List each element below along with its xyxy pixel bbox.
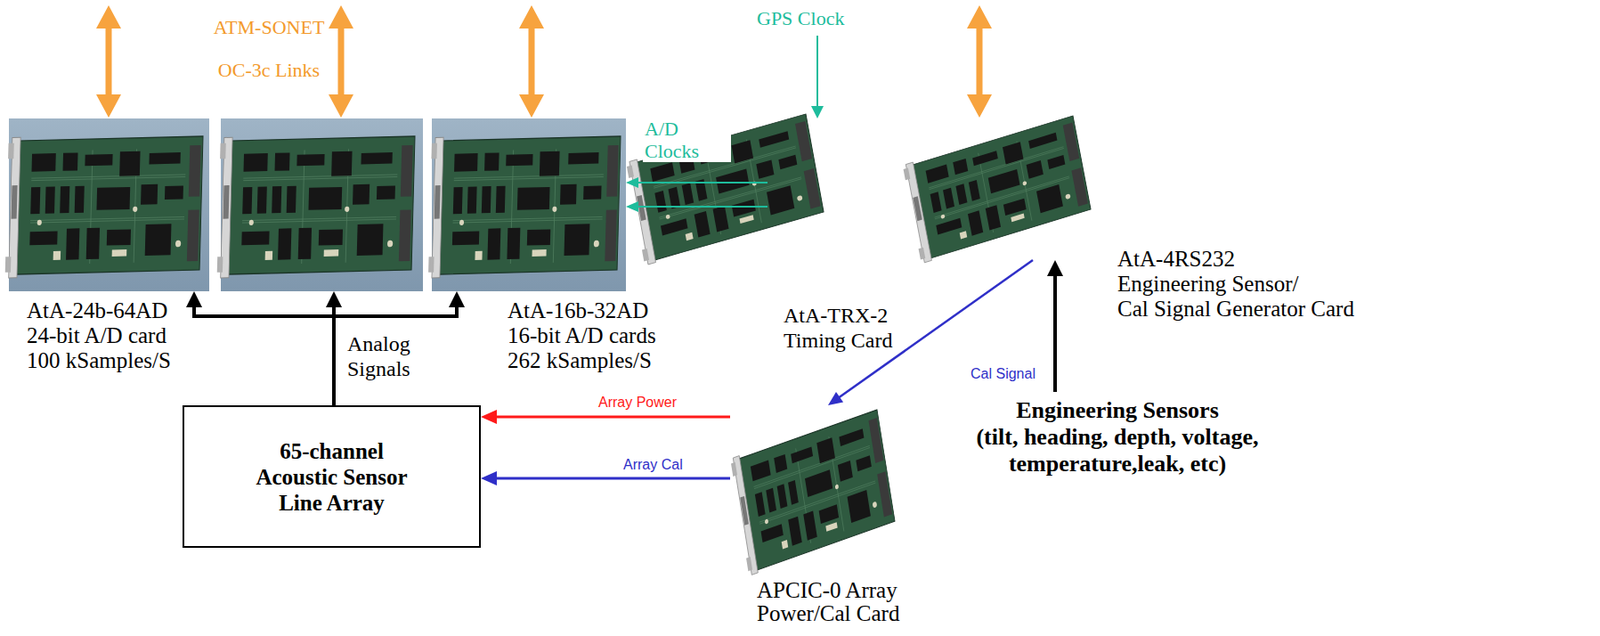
signal-label: Analog Signals xyxy=(347,331,437,382)
arrowhead xyxy=(480,409,497,424)
ad-card xyxy=(220,118,423,292)
card-label: Cal Signal Generator Card xyxy=(1117,296,1355,322)
arrowhead xyxy=(828,391,844,406)
card-label: AtA-16b-32AD xyxy=(507,298,649,324)
power-cal-card-picture xyxy=(730,406,895,577)
card-label: 16-bit A/D cards xyxy=(507,323,657,349)
sensor-card-picture xyxy=(902,113,1092,264)
link-label: ATM-SONET OC-3c Links xyxy=(206,6,332,92)
connector xyxy=(333,291,465,406)
ad-card: AtA-16b-32AD16-bit A/D cards262 kSamples… xyxy=(431,118,626,292)
card-label: 24-bit A/D card xyxy=(26,323,167,349)
double-arrow xyxy=(96,5,122,118)
group-body: (tilt, heading, depth, voltage, temperat… xyxy=(966,423,1269,478)
sensor-array-box: 65-channel Acoustic Sensor Line Array xyxy=(182,405,481,548)
connector-line xyxy=(1053,272,1057,392)
double-arrow xyxy=(966,5,992,118)
timing-card-picture xyxy=(625,111,824,266)
connector xyxy=(480,409,731,424)
card-label: APCIC-0 Array Power/Cal Card xyxy=(756,578,918,626)
group-heading: Engineering Sensors xyxy=(1015,397,1219,424)
card-label: AtA-24b-64AD xyxy=(26,298,168,324)
connector-line xyxy=(493,415,731,419)
connector-line xyxy=(493,477,731,480)
clock-label: GPS Clock xyxy=(756,7,845,31)
power-cal-card: APCIC-0 Array Power/Cal Card xyxy=(730,405,909,575)
connector-line xyxy=(635,181,768,184)
sensor-group: Engineering Sensors(tilt, heading, depth… xyxy=(957,391,1278,478)
ad-card-picture xyxy=(428,132,621,278)
arrowhead xyxy=(811,105,824,119)
card-label: AtA-TRX-2 xyxy=(783,302,888,328)
signal-label: Array Power xyxy=(598,393,677,411)
box-text: 65-channel Acoustic Sensor Line Array xyxy=(244,438,419,516)
signal-label: A/D Clocks xyxy=(642,117,731,163)
ad-card-picture xyxy=(217,132,416,278)
ad-card: AtA-24b-64AD24-bit A/D card100 kSamples/… xyxy=(8,118,210,292)
arrowhead xyxy=(1047,259,1064,277)
sensor-card: AtA-4RS232Engineering Sensor/Cal Signal … xyxy=(899,111,1109,260)
gps-clock-arrow xyxy=(816,35,819,107)
signal-label: Cal Signal xyxy=(970,365,1036,382)
connector xyxy=(1047,259,1064,392)
connector-line xyxy=(194,303,334,406)
connector-line xyxy=(635,205,768,208)
ad-card-picture xyxy=(5,132,204,278)
timing-card: AtA-TRX-2Timing Card xyxy=(767,164,906,357)
arrowhead xyxy=(325,291,342,308)
card-label: Engineering Sensor/ xyxy=(1117,271,1299,297)
card-label: Timing Card xyxy=(783,327,893,353)
signal-label: Array Cal xyxy=(623,455,683,473)
card-label: AtA-4RS232 xyxy=(1117,246,1235,272)
connector xyxy=(625,201,768,212)
card-label: 100 kSamples/S xyxy=(26,348,171,374)
arrowhead xyxy=(625,201,639,212)
arrowhead xyxy=(625,177,639,188)
connector xyxy=(625,177,768,188)
connector xyxy=(186,291,334,406)
arrowhead xyxy=(186,291,203,308)
double-arrow xyxy=(328,5,354,118)
connector-line xyxy=(333,303,457,406)
arrowhead xyxy=(448,291,465,308)
connector xyxy=(480,471,731,486)
card-label: 262 kSamples/S xyxy=(507,348,652,374)
arrowhead xyxy=(480,471,497,486)
double-arrow xyxy=(519,5,545,118)
network-link-arrows xyxy=(96,5,992,118)
